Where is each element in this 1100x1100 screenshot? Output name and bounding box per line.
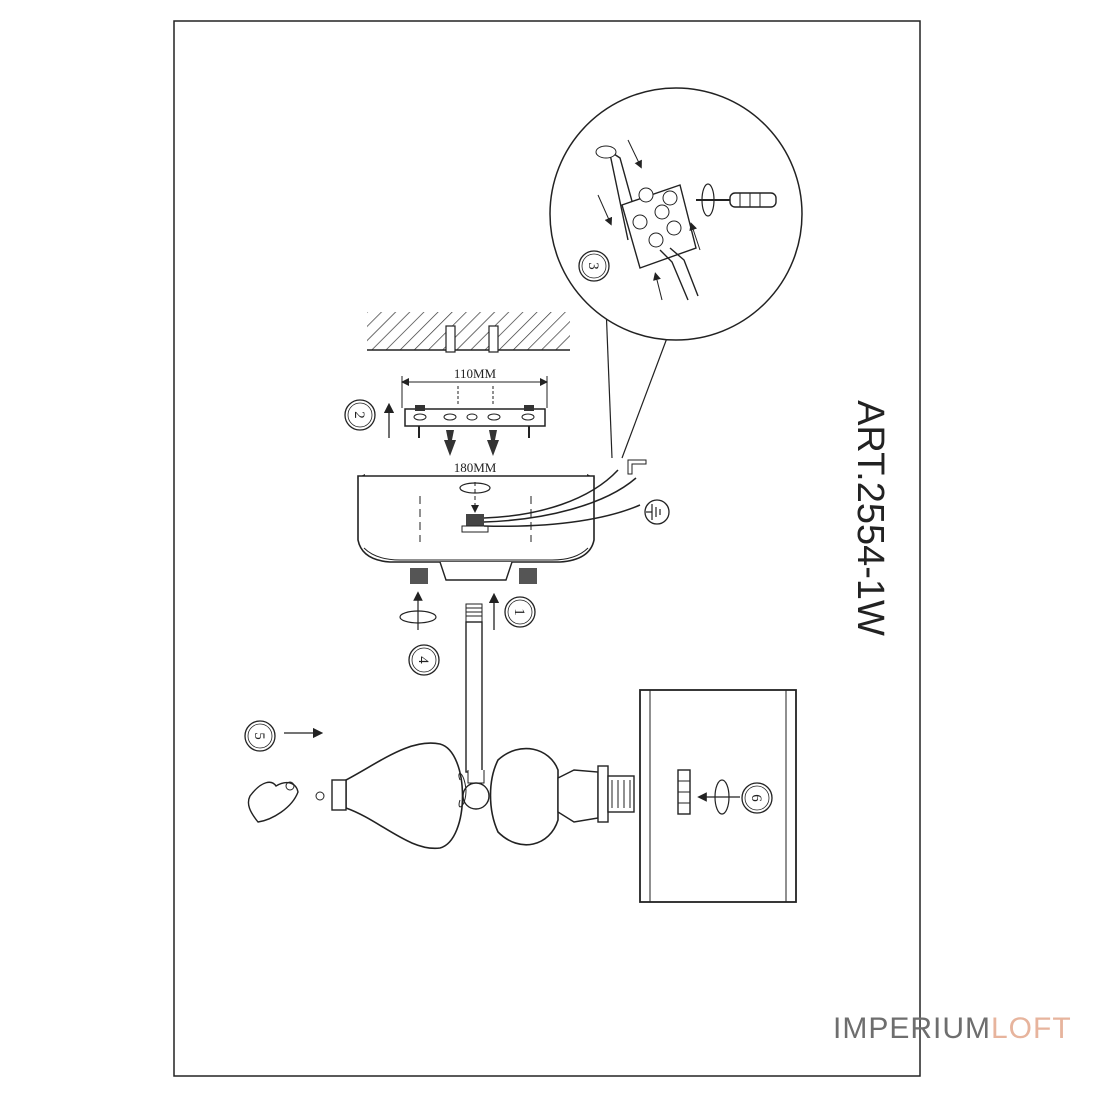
detail-callout-lines <box>605 305 671 459</box>
wiring-detail: 3 <box>549 87 803 341</box>
brand-logo: IMPERIUMLOFT <box>833 1012 1072 1046</box>
svg-text:2: 2 <box>351 411 367 419</box>
brand-part-2: LOFT <box>991 1012 1072 1045</box>
article-number: ART.2554-1W <box>849 400 891 636</box>
step-1-badge: 1 <box>511 608 527 616</box>
step-4-badge: 4 <box>415 656 431 664</box>
dimension-180: 180MM <box>454 460 497 475</box>
ceiling <box>367 312 570 353</box>
ground-symbol-icon <box>644 499 670 525</box>
brand-part-1: IMPERIUM <box>833 1012 991 1045</box>
rotate-arrow-icon <box>459 482 491 494</box>
canopy: 180MM <box>357 460 641 584</box>
step-5-badge: 5 <box>251 732 267 740</box>
step-2-badge: 2 <box>344 399 395 438</box>
wire-clip <box>627 459 647 475</box>
dimension-110: 110MM <box>454 366 497 381</box>
step-6-badge: 6 <box>748 794 764 802</box>
lamp-arm: 1 4 <box>399 591 536 773</box>
rotate-arrow-icon <box>701 183 715 217</box>
mounting-plate: 110MM <box>401 366 548 456</box>
step-3-badge: 3 <box>585 262 601 270</box>
lamp-shade: 6 <box>639 689 797 903</box>
lamp-body <box>247 742 635 850</box>
sheet-frame <box>173 20 921 1077</box>
step-5-group: 5 <box>244 720 324 752</box>
